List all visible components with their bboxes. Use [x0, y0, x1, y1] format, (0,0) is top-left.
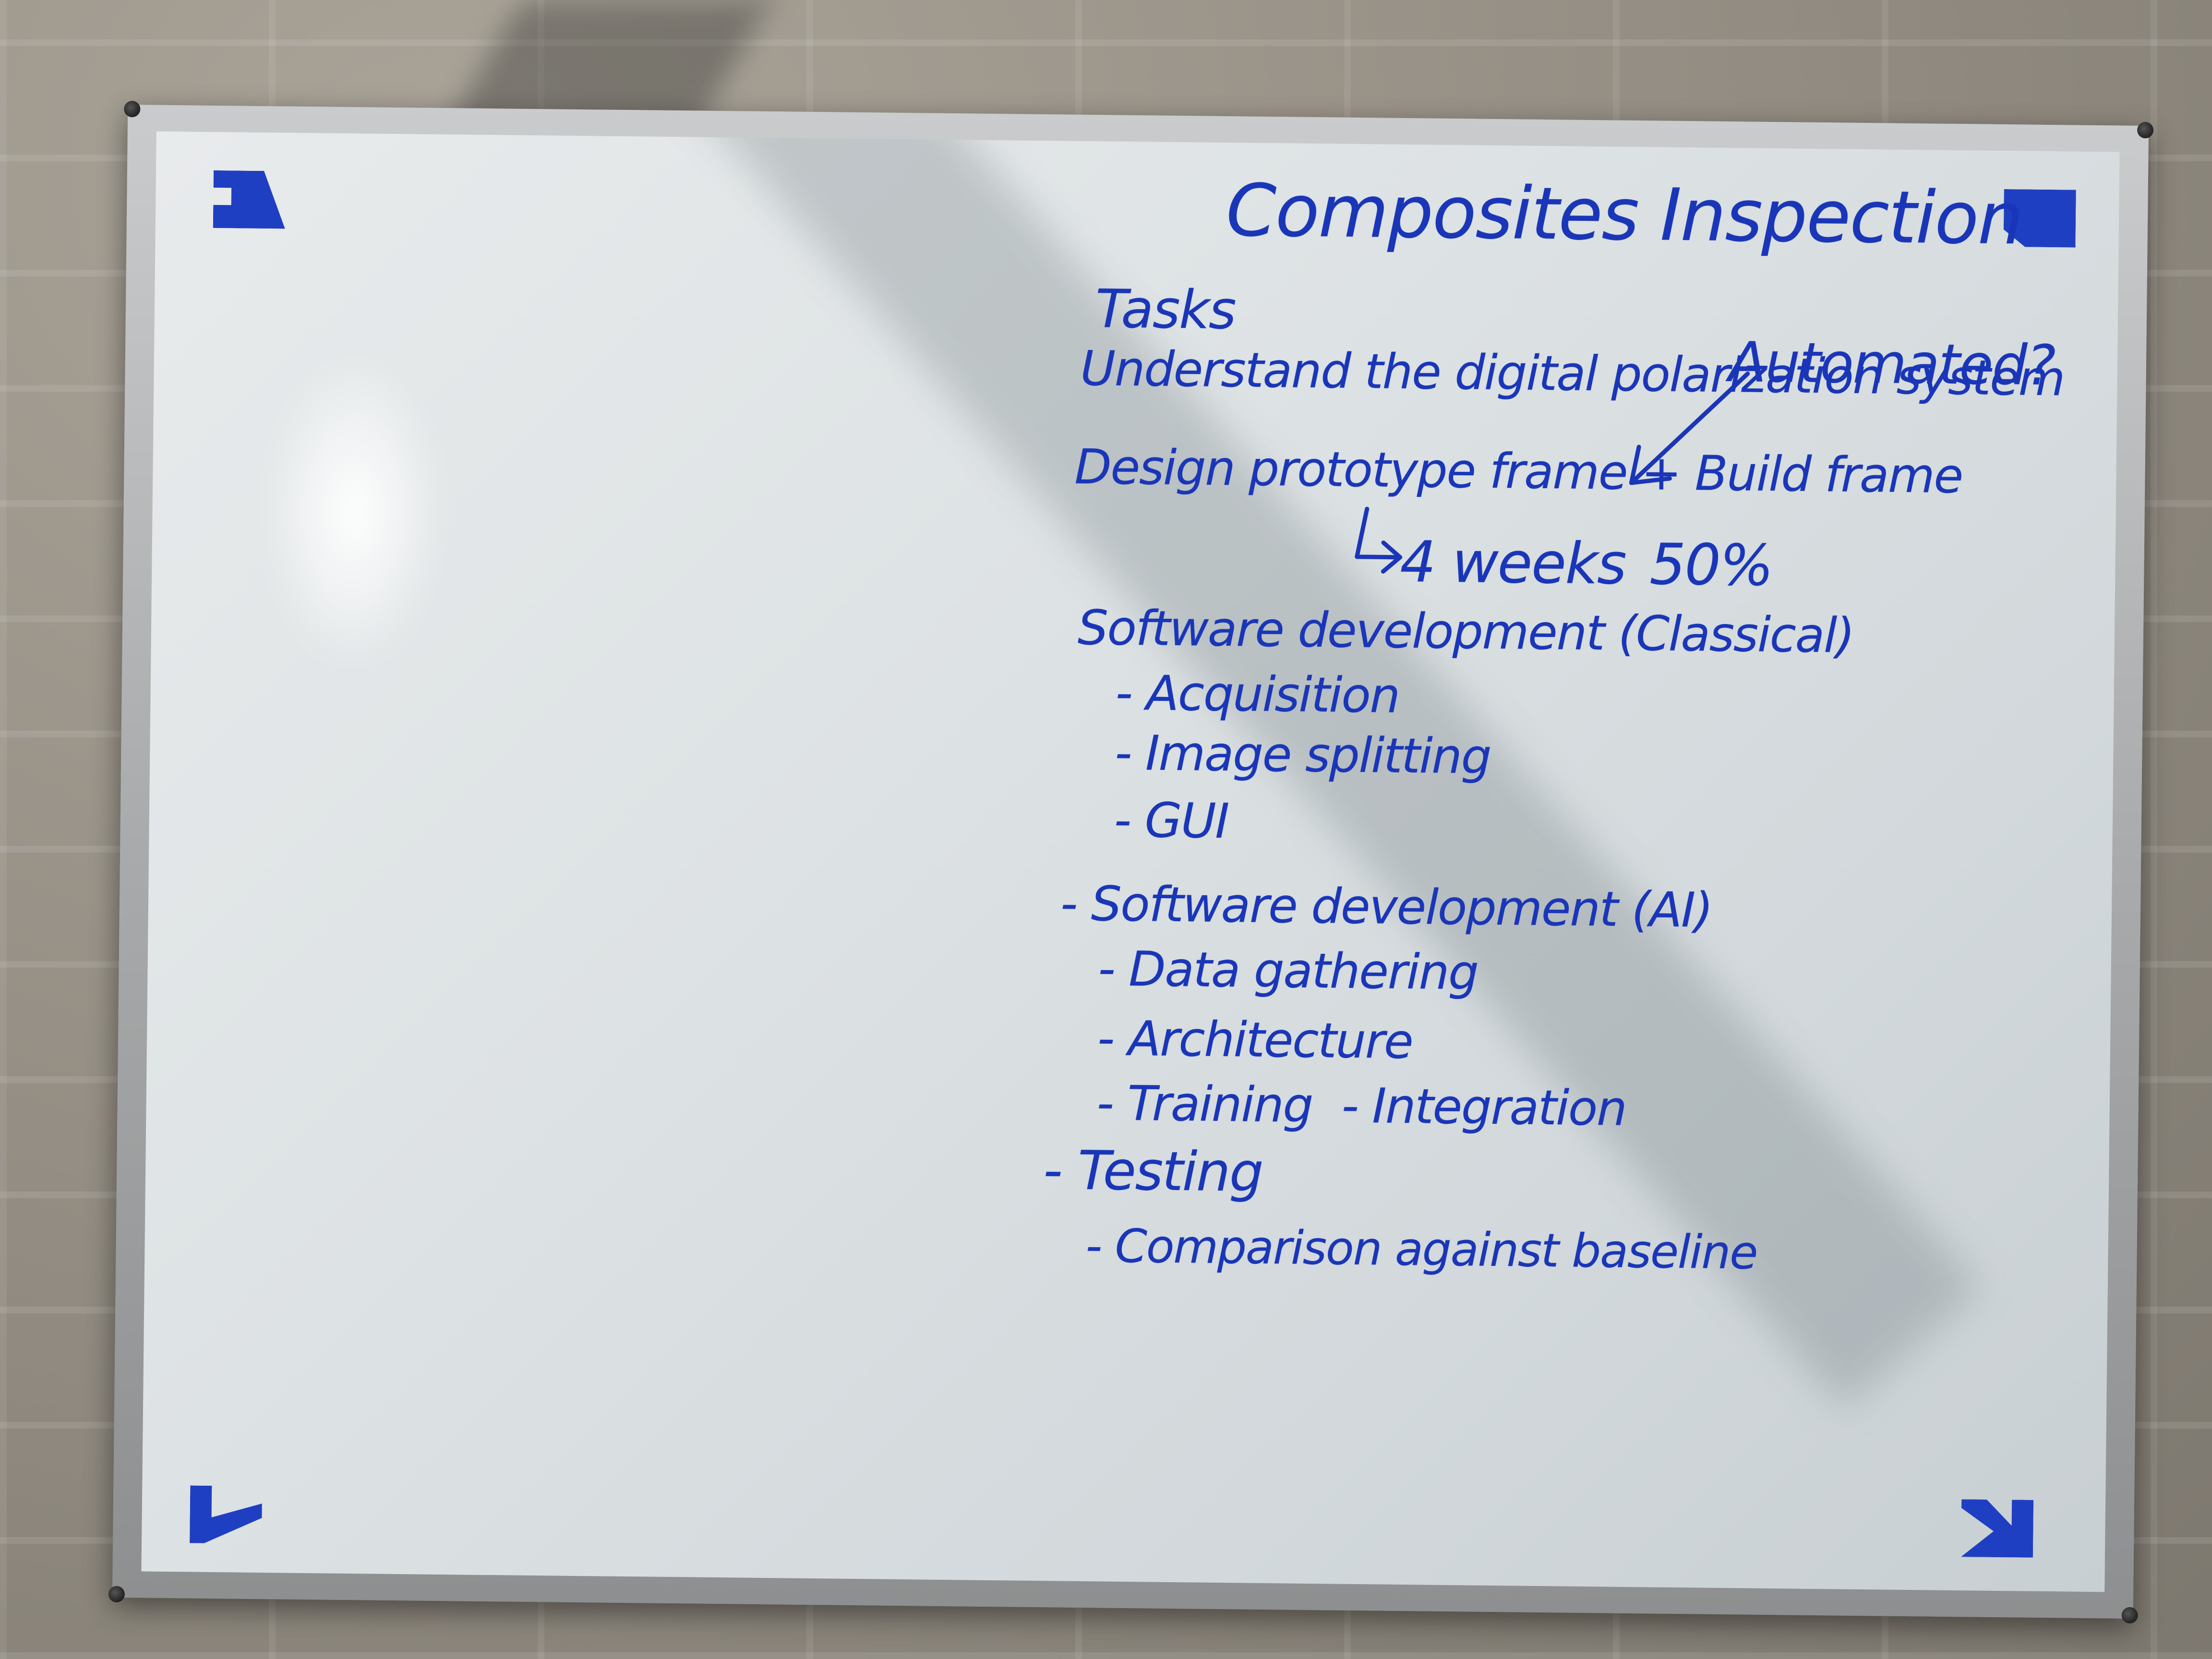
task-understand-system: Understand the digital polarization syst… — [1080, 340, 2065, 407]
mount-screw-bottom-right — [2121, 1607, 2138, 1624]
corner-tape-bottom-left — [190, 1486, 262, 1544]
task-software-ai: - Software development (AI) — [1060, 875, 1713, 938]
corner-tape-bottom-right — [1961, 1499, 2033, 1558]
subtask-data-gathering: - Data gathering — [1098, 940, 1479, 1001]
mount-screw-top-right — [2137, 121, 2154, 139]
subtask-acquisition: - Acquisition — [1115, 664, 1400, 724]
whiteboard-surface: Composites Inspection Tasks Automated? U… — [141, 131, 2120, 1592]
tasks-heading: Tasks — [1095, 278, 1236, 341]
subtask-integration: - Integration — [1341, 1077, 1627, 1137]
light-glare — [266, 363, 442, 662]
subtask-training: - Training — [1096, 1075, 1313, 1133]
mount-screw-top-left — [124, 100, 141, 118]
task-testing: - Testing — [1043, 1139, 1263, 1204]
corner-tape-top-left — [213, 170, 286, 229]
whiteboard-frame: Composites Inspection Tasks Automated? U… — [108, 100, 2154, 1624]
subtask-gui: - GUI — [1114, 792, 1229, 850]
mount-screw-bottom-left — [108, 1586, 125, 1603]
task-software-classical: Software development (Classical) — [1077, 599, 1854, 664]
task-design-frame: Design prototype frame + Build frame — [1074, 438, 1963, 505]
subtask-architecture: - Architecture — [1097, 1010, 1413, 1070]
subtask-image-splitting: - Image splitting — [1114, 724, 1491, 785]
subtask-comparison-baseline: - Comparison against baseline — [1085, 1219, 1757, 1280]
task-percent: 50% — [1649, 531, 1773, 599]
task-duration: 4 weeks — [1399, 528, 1626, 597]
hook-arrow-icon — [1355, 506, 1403, 574]
board-title: Composites Inspection — [1226, 169, 2023, 261]
